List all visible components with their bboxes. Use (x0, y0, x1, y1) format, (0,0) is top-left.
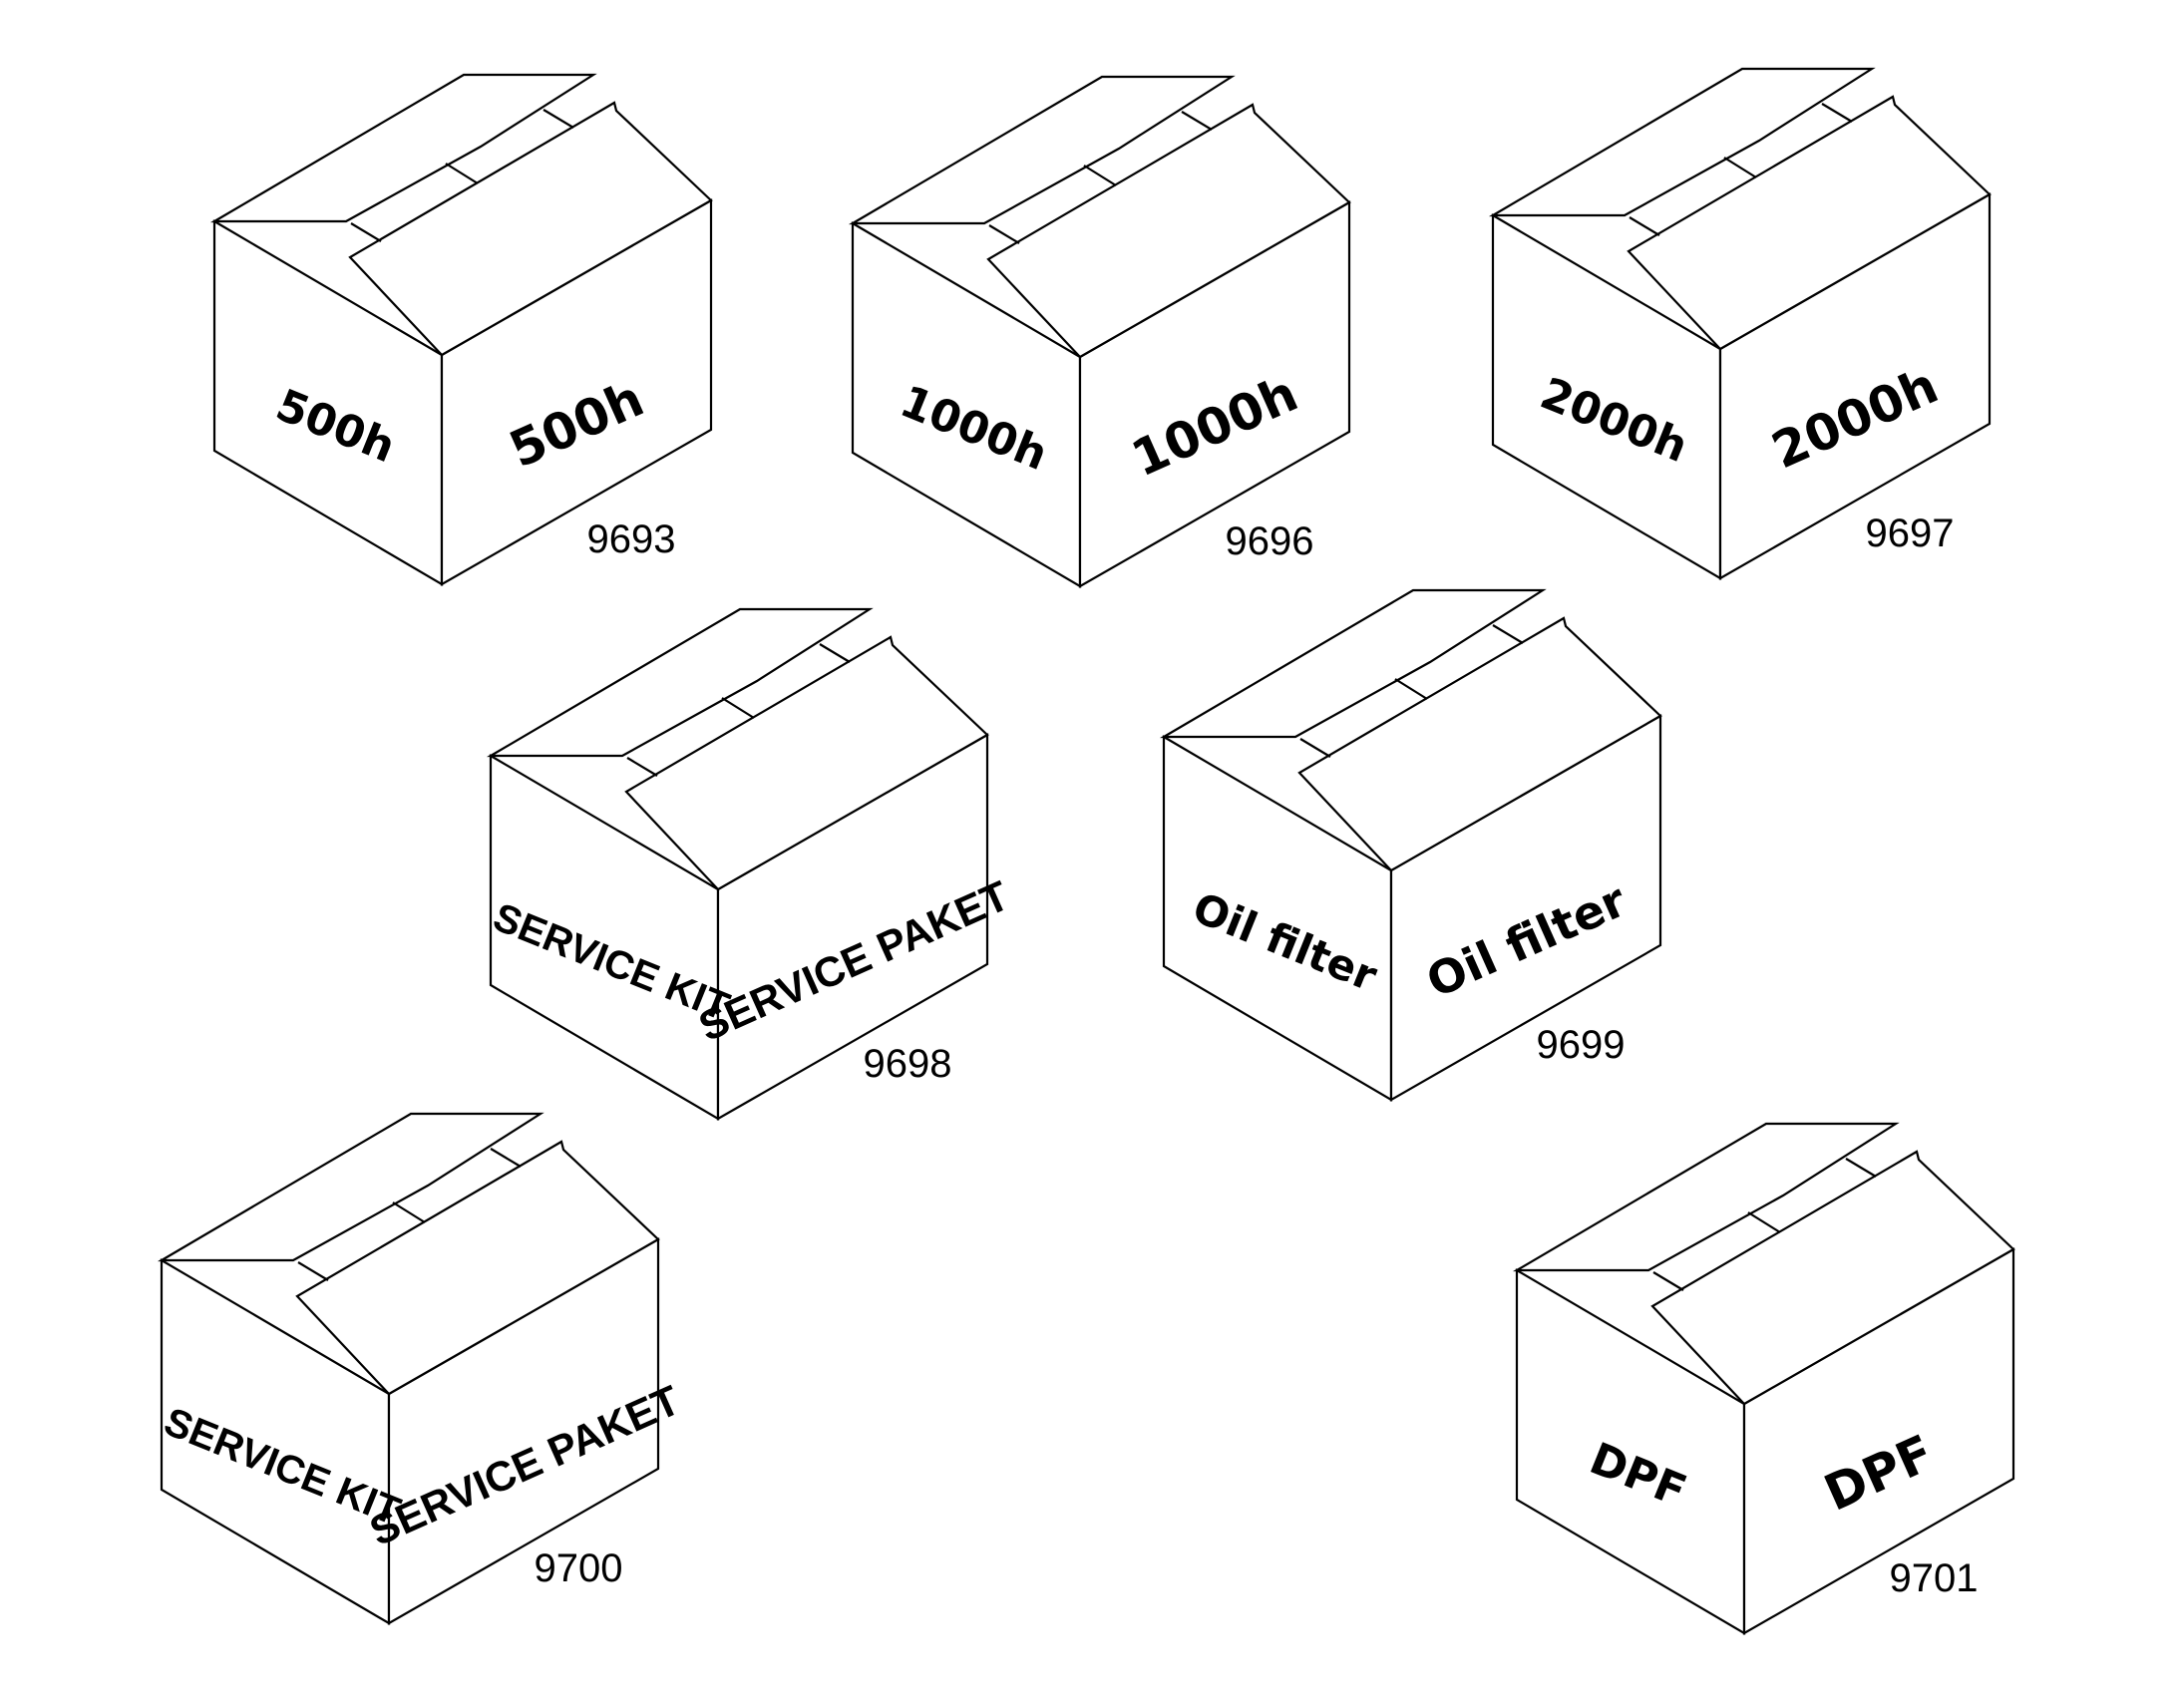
box-back-flap (157, 1112, 545, 1262)
part-number: 9699 (1537, 1023, 1626, 1067)
box-front-flap (624, 635, 989, 891)
box-tape-line (1083, 165, 1117, 186)
part-number: 9701 (1890, 1556, 1979, 1600)
box-tape-line (1652, 1271, 1684, 1291)
box-back-flap (486, 607, 874, 758)
box-tape-line (350, 222, 382, 242)
box-tape-line (1299, 738, 1331, 758)
part-number: 9693 (587, 517, 676, 561)
box-front-flap (1650, 1150, 2015, 1406)
box-front-flap (295, 1140, 660, 1396)
box-back-flap (1159, 588, 1547, 739)
box-tape-line (1821, 103, 1853, 123)
box-tape-line (392, 1201, 426, 1223)
box-tape-line (1492, 624, 1524, 644)
box-tape-line (543, 109, 574, 129)
box-tape-line (1181, 111, 1213, 131)
box-tape-line (445, 163, 479, 184)
box-front-flap (1627, 95, 1992, 351)
box-back-flap (1488, 67, 1876, 217)
box-front-flap (1297, 616, 1662, 872)
part-number: 9698 (864, 1042, 952, 1086)
box-back-flap (209, 73, 597, 223)
part-number: 9700 (535, 1546, 623, 1590)
part-number: 9696 (1226, 519, 1314, 563)
box-back-flap (848, 75, 1236, 225)
part-number: 9697 (1866, 512, 1955, 555)
box-front-flap (348, 101, 713, 357)
box-tape-line (819, 643, 851, 663)
box-tape-line (626, 757, 658, 777)
box-tape-line (1723, 157, 1757, 178)
box-tape-line (1845, 1158, 1877, 1178)
box-tape-line (721, 697, 755, 719)
box-tape-line (297, 1261, 329, 1281)
box-tape-line (490, 1148, 522, 1168)
box-tape-line (988, 224, 1020, 244)
box-back-flap (1512, 1122, 1900, 1272)
box-tape-line (1747, 1211, 1781, 1233)
box-tape-line (1394, 678, 1428, 700)
box-front-flap (986, 103, 1351, 359)
box-tape-line (1629, 216, 1660, 236)
